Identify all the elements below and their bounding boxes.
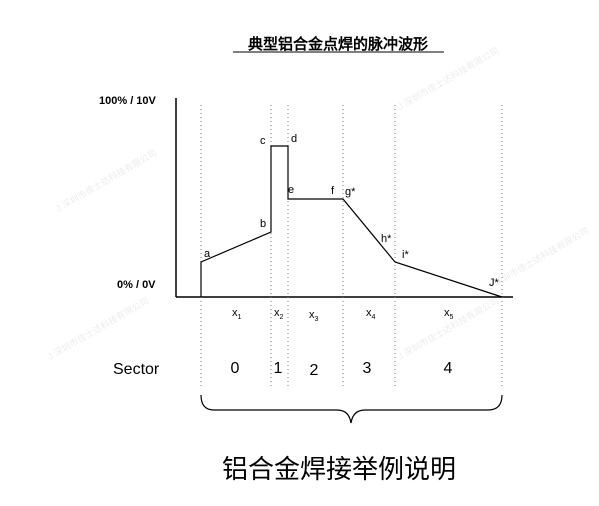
watermark: J 深圳市佳士达科技有限公司 (46, 295, 151, 362)
interval-labels: x1 x2 x3 x4 x5 (232, 307, 454, 323)
watermark: J 深圳市佳士达科技有限公司 (396, 45, 501, 112)
interval-label-x5: x5 (444, 307, 454, 321)
point-label-j: J* (489, 277, 500, 289)
waveform-line (200, 145, 503, 298)
point-label-f: f (331, 185, 335, 197)
diagram-title: 典型铝合金点焊的脉冲波形 (248, 35, 428, 53)
watermark: J 深圳市佳士达科技有限公司 (54, 147, 159, 214)
sector-values: 0 1 2 3 4 (231, 360, 453, 379)
sector-value-2: 2 (310, 362, 319, 379)
point-label-g: g* (345, 186, 356, 198)
diagram-caption: 铝合金焊接举例说明 (222, 455, 456, 485)
point-label-e: e (288, 184, 294, 196)
point-labels: a b c d e f g* h* i* J* (204, 133, 500, 289)
interval-label-x1: x1 (232, 307, 242, 321)
sector-value-1: 1 (274, 360, 283, 377)
axis-zero-label: 0% / 0V (117, 279, 156, 291)
point-label-d: d (291, 133, 297, 145)
axis-top-label: 100% / 10V (99, 95, 157, 107)
point-label-h: h* (381, 233, 392, 245)
watermark-layer: J 深圳市佳士达科技有限公司 J 深圳市佳士达科技有限公司 J 深圳市佳士达科技… (46, 45, 591, 362)
watermark: J 深圳市佳士达科技有限公司 (486, 225, 591, 292)
sector-label: Sector (113, 361, 160, 378)
point-label-a: a (204, 248, 211, 260)
point-label-c: c (260, 135, 266, 147)
interval-label-x2: x2 (274, 307, 284, 321)
watermark: J 深圳市佳士达科技有限公司 (396, 295, 501, 362)
interval-label-x4: x4 (366, 307, 376, 321)
sector-value-4: 4 (444, 360, 453, 377)
sector-dividers (200, 105, 503, 388)
sector-value-0: 0 (231, 360, 240, 377)
interval-label-x3: x3 (309, 309, 319, 323)
point-label-b: b (260, 218, 266, 230)
point-label-i: i* (402, 249, 409, 261)
sector-value-3: 3 (363, 360, 372, 377)
grouping-brace (200, 394, 503, 424)
